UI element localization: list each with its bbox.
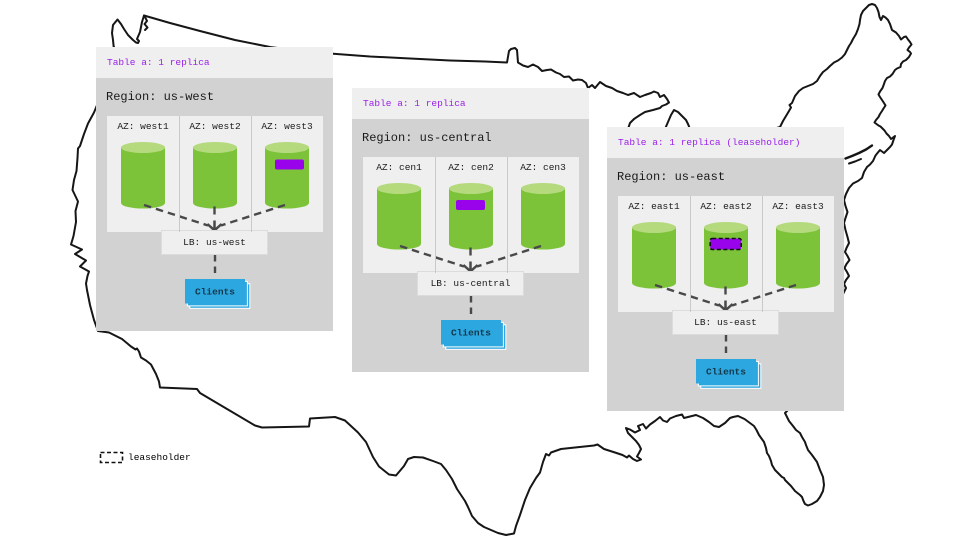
svg-text:Clients: Clients	[195, 286, 235, 297]
svg-text:Clients: Clients	[706, 366, 746, 377]
svg-text:Clients: Clients	[451, 327, 491, 338]
